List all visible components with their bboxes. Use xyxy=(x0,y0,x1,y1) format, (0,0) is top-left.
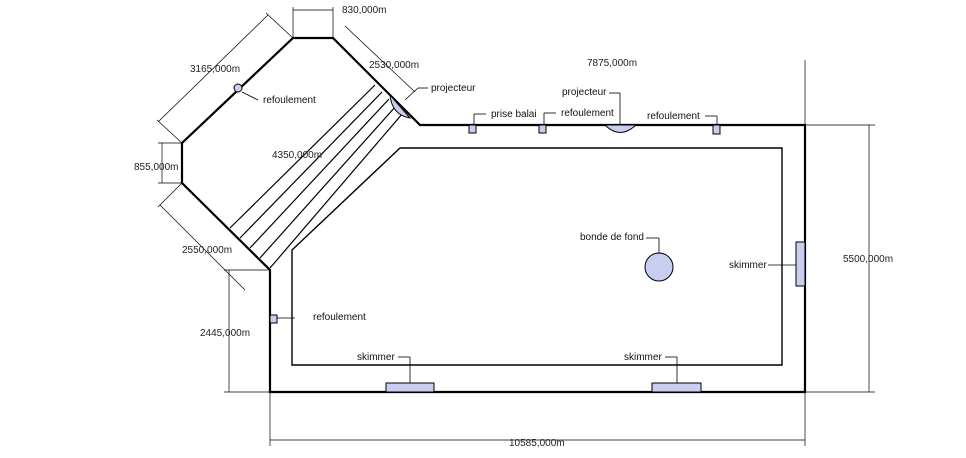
skimmer-right: skimmer xyxy=(729,241,806,287)
dim-steps-length-text: 4350,000m xyxy=(272,150,322,161)
skimmer-bottom-right-label: skimmer xyxy=(624,352,662,363)
skimmer-bottom-right-icon xyxy=(651,382,702,393)
refoulement-top-2-icon xyxy=(712,124,721,135)
skimmer-right-icon xyxy=(795,241,806,287)
bonde-de-fond-label: bonde de fond xyxy=(580,232,644,243)
refoulement-left-icon xyxy=(269,314,278,324)
refoulement-top-1-label: refoulement xyxy=(561,108,614,119)
refoulement-diagonal-icon xyxy=(233,83,243,93)
skimmer-bottom-left-label: skimmer xyxy=(357,352,395,363)
projecteur-top-label: projecteur xyxy=(562,87,607,98)
refoulement-top-2: refoulement xyxy=(647,111,721,135)
skimmer-bottom-right: skimmer xyxy=(624,352,702,393)
refoulement-left-label: refoulement xyxy=(313,312,366,323)
dim-upper-right-diagonal: 2530,000m xyxy=(344,25,419,93)
dim-upper-left-diagonal-text: 3165,000m xyxy=(190,64,240,75)
refoulement-diagonal: refoulement xyxy=(233,83,316,106)
pool-outer-wall xyxy=(180,36,807,394)
dim-lower-diagonal: 2550,000m xyxy=(157,182,246,291)
dim-total-width-text: 10585,000m xyxy=(509,438,565,449)
dim-left-vertical-text: 855,000m xyxy=(134,162,178,173)
projecteur-top-icon xyxy=(603,124,638,133)
refoulement-left: refoulement xyxy=(269,312,366,324)
refoulement-top-1-icon xyxy=(538,124,547,134)
pool-steps xyxy=(229,84,404,269)
skimmer-bottom-left-icon xyxy=(385,382,435,393)
pool-inner-basin xyxy=(291,147,783,366)
prise-balai: prise balai xyxy=(468,109,537,134)
dim-upper-right-diagonal-text: 2530,000m xyxy=(369,60,419,71)
dim-bottom-left-height-text: 2445,000m xyxy=(200,328,250,339)
dim-left-vertical: 855,000m xyxy=(134,142,182,184)
bonde-de-fond-icon xyxy=(644,252,674,282)
skimmer-bottom-left: skimmer xyxy=(357,352,435,393)
dim-bottom-left-height: 2445,000m xyxy=(200,269,270,393)
dim-top-straight: 7875,000m xyxy=(587,58,806,125)
projecteur-diagonal-icon xyxy=(389,93,412,119)
prise-balai-label: prise balai xyxy=(491,109,537,120)
dim-top-width-text: 830,000m xyxy=(342,5,386,16)
dim-total-width: 10585,000m xyxy=(269,392,806,449)
refoulement-top-1: refoulement xyxy=(538,108,614,134)
skimmer-right-label: skimmer xyxy=(729,260,767,271)
dim-right-height: 5500,000m xyxy=(805,124,893,393)
dim-top-straight-text: 7875,000m xyxy=(587,58,637,69)
projecteur-diagonal: projecteur xyxy=(389,83,476,119)
dim-lower-diagonal-text: 2550,000m xyxy=(182,245,232,256)
dim-upper-left-diagonal: 3165,000m xyxy=(156,12,294,144)
prise-balai-icon xyxy=(468,124,477,134)
bonde-de-fond: bonde de fond xyxy=(580,232,674,282)
refoulement-diagonal-label: refoulement xyxy=(263,95,316,106)
projecteur-top: projecteur xyxy=(562,87,638,133)
projecteur-diagonal-label: projecteur xyxy=(431,83,476,94)
dim-top-width: 830,000m xyxy=(292,5,386,38)
refoulement-top-2-label: refoulement xyxy=(647,111,700,122)
dim-right-height-text: 5500,000m xyxy=(843,254,893,265)
